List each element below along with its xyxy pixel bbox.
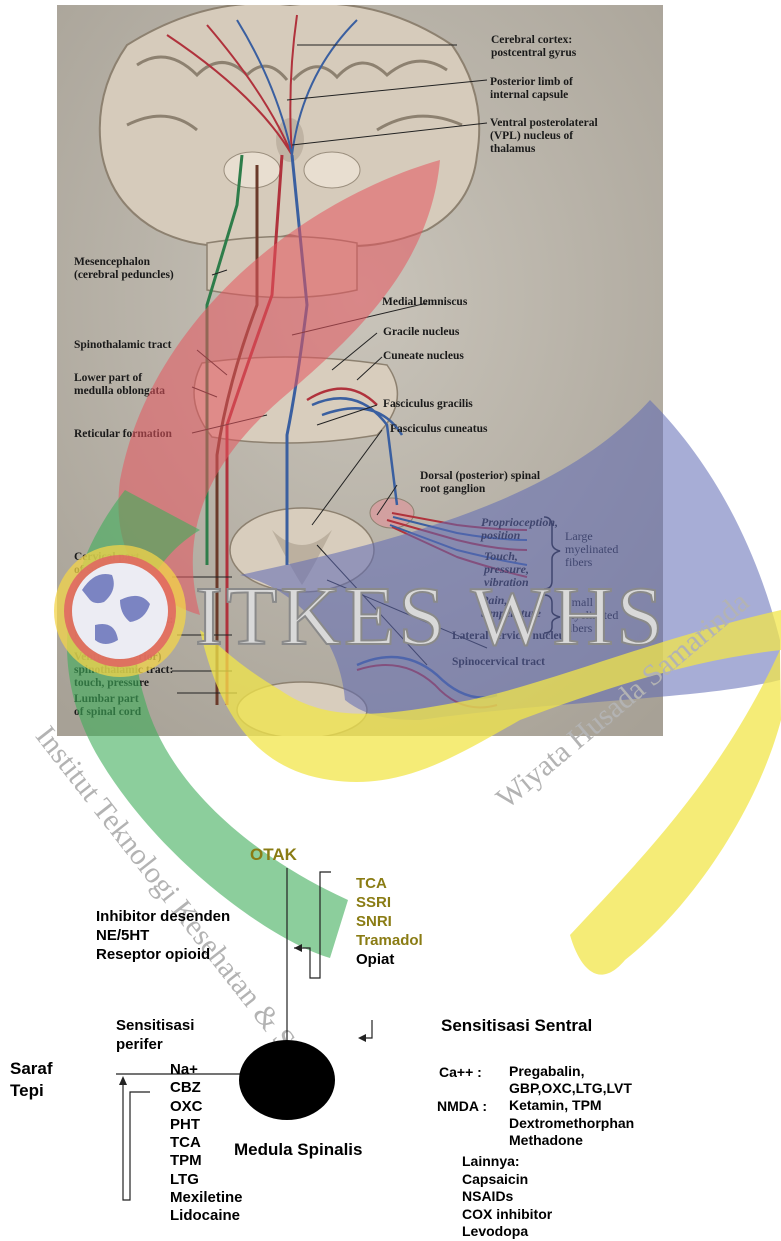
otak-drug-tramadol: Tramadol — [356, 932, 423, 949]
perifer-drug-oxc: OXC — [170, 1097, 203, 1115]
perifer-drug-lidocaine: Lidocaine — [170, 1207, 241, 1225]
otak-drug-snri: SNRI — [356, 913, 392, 930]
opiat-label: Opiat — [356, 951, 395, 968]
lainnya-drug-capsaicin: Capsaicin — [462, 1170, 529, 1187]
sentral-title: Sensitisasi Sentral — [441, 1016, 593, 1035]
lainnya-title: Lainnya: — [462, 1153, 520, 1169]
perifer-drug-tca: TCA — [170, 1134, 201, 1152]
reseptor-label: Reseptor opioid — [96, 946, 211, 963]
perifer-drug-tpm: TPM — [170, 1152, 202, 1170]
ne5ht-label: NE/5HT — [96, 927, 150, 944]
medula-label: Medula Spinalis — [234, 1140, 363, 1159]
ca-label: Ca++ : — [439, 1064, 482, 1080]
otak-drug-ssri: SSRI — [356, 894, 392, 911]
perifer-drug-mexiletine: Mexiletine — [170, 1189, 243, 1207]
lainnya-drug-cox: COX inhibitor — [462, 1205, 553, 1222]
perifer-drug-cbz: CBZ — [170, 1079, 201, 1097]
perifer-drug-list: Na+ CBZ OXC PHT TCA TPM LTG Mexiletine L… — [170, 1061, 243, 1226]
inhibitor-block: Inhibitor desenden NE/5HT Reseptor opioi… — [96, 907, 230, 964]
otak-drug-list: TCA SSRI SNRI Tramadol — [356, 874, 423, 950]
drug-bracket — [294, 871, 331, 979]
otak-label: OTAK — [250, 845, 297, 864]
perifer-drug-pht: PHT — [170, 1115, 200, 1133]
spinal-cord-node — [239, 1040, 335, 1120]
lainnya-drug-levodopa: Levodopa — [462, 1223, 529, 1239]
perifer-drug-na: Na+ — [170, 1061, 198, 1078]
perifer-drug-ltg: LTG — [170, 1170, 199, 1188]
watermark-text: ITKES WHS — [194, 570, 667, 663]
label-cortex: Cerebral cortex:postcentral gyrus — [491, 34, 577, 59]
ca-drugs: Pregabalin,GBP,OXC,LTG,LVT — [509, 1063, 632, 1096]
otak-drug-tca: TCA — [356, 875, 387, 892]
inhibitor-label: Inhibitor desenden — [96, 908, 231, 925]
lainnya-block: Lainnya: Capsaicin NSAIDs COX inhibitor … — [462, 1153, 552, 1241]
lainnya-drug-nsaids: NSAIDs — [462, 1188, 514, 1204]
nmda-label: NMDA : — [437, 1098, 488, 1114]
sodium-bracket — [122, 1080, 150, 1201]
